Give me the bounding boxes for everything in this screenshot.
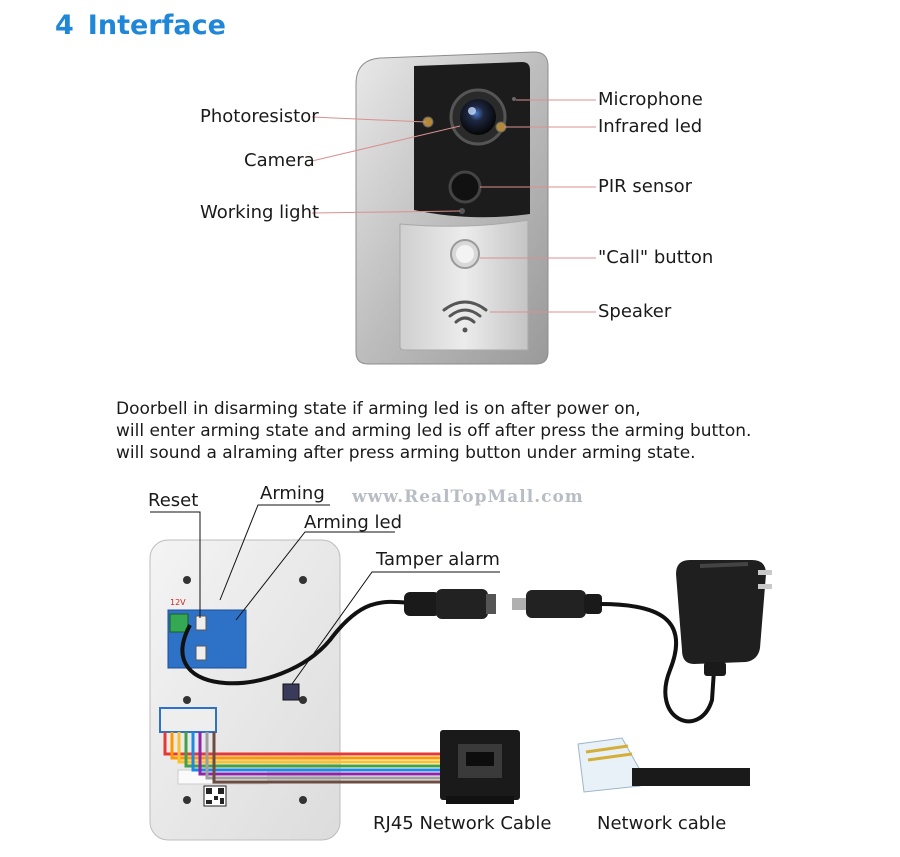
label-infrared-led: Infrared led [598,116,703,137]
label-tamper-alarm: Tamper alarm [376,549,500,570]
screw-hole-bottom-right [299,796,307,804]
power-wire [180,599,411,686]
lens-glint [468,107,476,115]
dc-connector-female [404,589,496,619]
screw-hole-top-right [299,576,307,584]
tamper-switch [282,683,300,701]
description-line-2: will enter arming state and arming led i… [116,421,752,441]
label-camera: Camera [244,150,315,171]
back-housing [149,539,341,841]
caption-network-cable: Network cable [597,813,727,834]
label-arming: Arming [260,483,325,504]
label-arming-led: Arming led [304,512,402,533]
label-call-button: "Call" button [598,247,714,268]
call-button-face [456,245,474,263]
power-terminal [169,613,189,633]
microphone-hole [512,97,516,101]
arming-button [195,645,207,661]
watermark: www.RealTopMall.com [352,487,584,507]
power-adapter [676,560,772,676]
section-heading: 4 Interface [55,10,226,41]
screw-hole-mid-left [183,696,191,704]
arming-description: Doorbell in disarming state if arming le… [116,398,751,464]
colored-wire-bundle [163,732,450,784]
front-leader-lines [311,99,596,313]
wire-connector [159,707,217,733]
voltage-marking: 12V [170,598,186,607]
description-line-3: will sound a alraming after press arming… [116,443,696,463]
speaker-icon [442,300,488,333]
label-photoresistor: Photoresistor [200,106,319,127]
camera-lens-glass [460,99,496,135]
dc-connector-male [512,590,602,618]
faceplate [399,219,529,351]
doorbell-back [149,539,341,841]
label-reset: Reset [148,490,199,511]
qr-pattern [206,788,224,804]
screw-hole-top-left [183,576,191,584]
description-line-1: Doorbell in disarming state if arming le… [116,399,641,419]
adapter-cable [599,602,716,724]
back-leader-lines [150,504,500,685]
doorbell-front [355,51,549,365]
caption-rj45: RJ45 Network Cable [373,813,552,834]
rj45-plug [577,737,750,793]
screw-hole-bottom-left [183,796,191,804]
section-title: Interface [87,10,226,41]
reset-button [195,615,207,631]
pir-sensor [448,170,482,204]
working-light [459,208,465,214]
screw-hole-mid-right [299,696,307,704]
section-number: 4 [55,10,74,41]
label-pir-sensor: PIR sensor [598,176,693,197]
label-speaker: Speaker [598,301,672,322]
rj45-jack [440,730,520,804]
label-working-light: Working light [200,202,320,223]
label-microphone: Microphone [598,89,703,110]
